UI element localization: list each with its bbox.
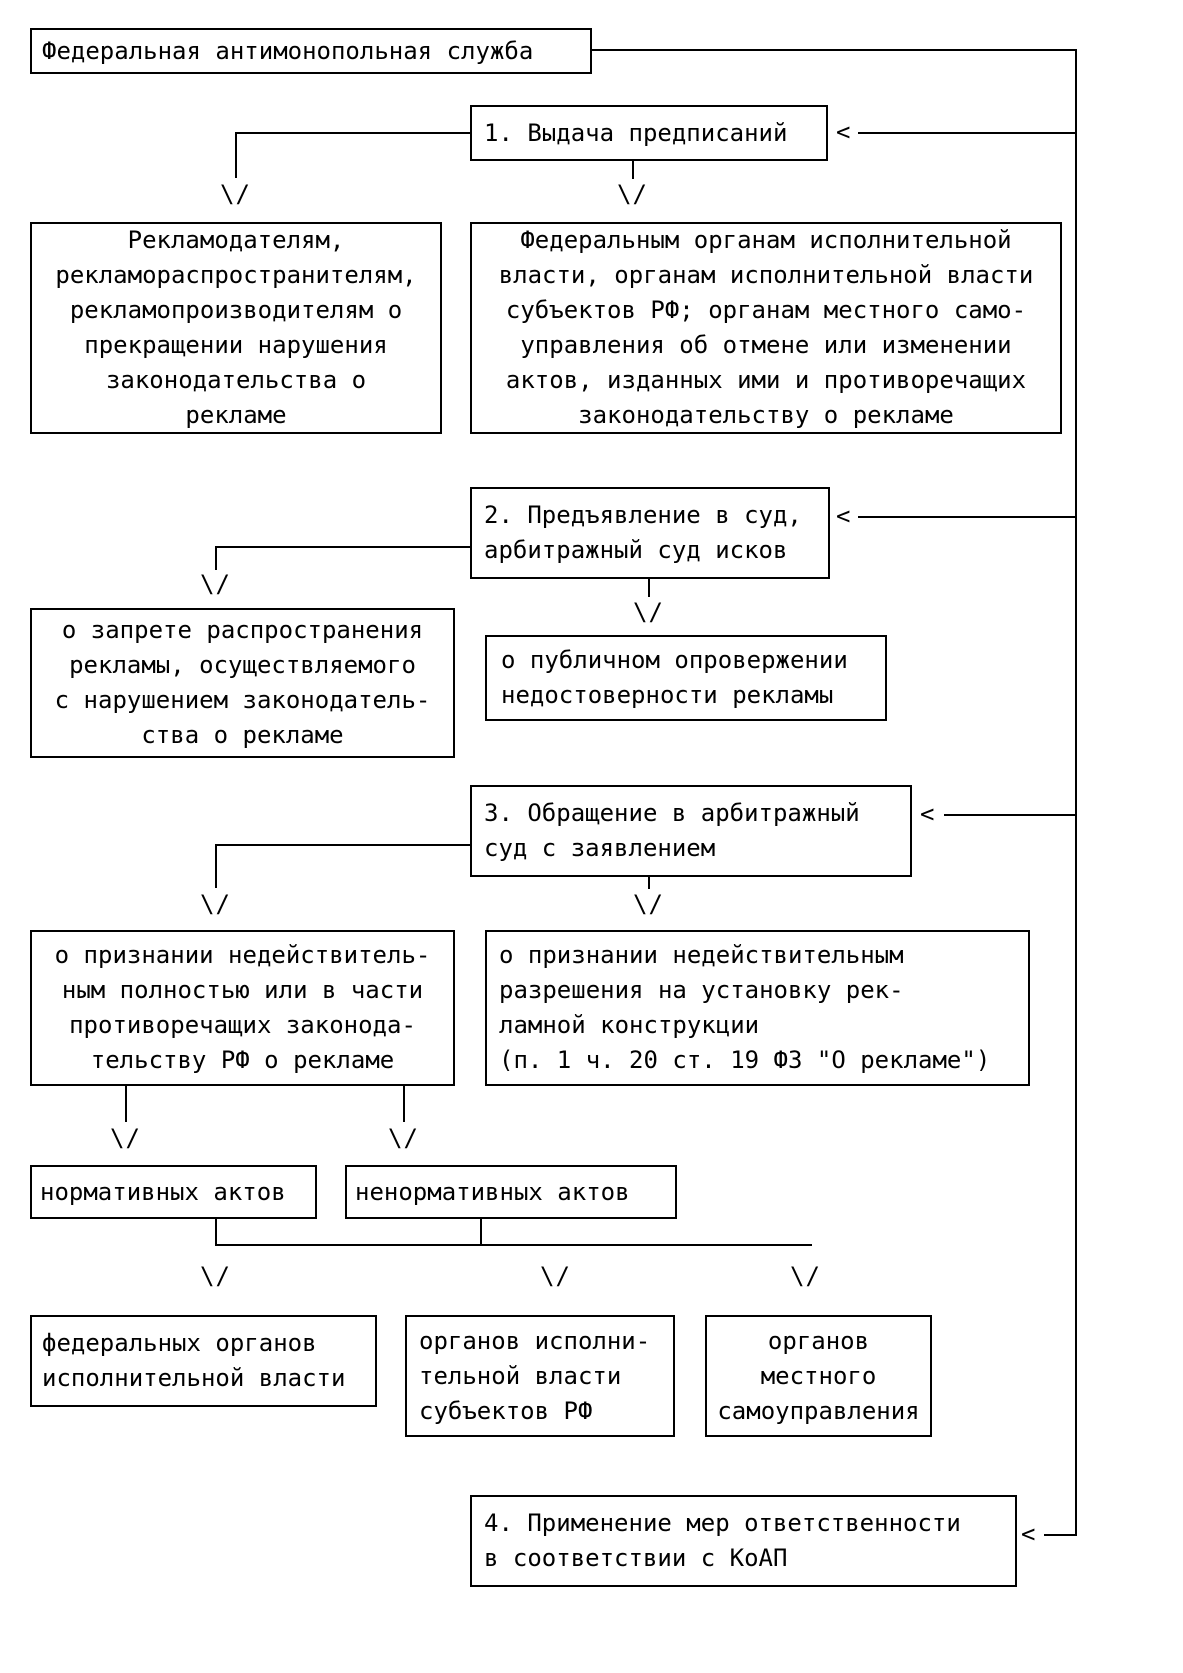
connector-line <box>858 132 1077 134</box>
arrow-down-icon: \/ <box>617 180 648 208</box>
arrow-down-icon: \/ <box>790 1262 821 1290</box>
node-1-right-authorities: Федеральным органам исполнительной власт… <box>470 222 1062 434</box>
arrow-down-icon: \/ <box>388 1124 419 1152</box>
arrow-down-icon: \/ <box>633 598 664 626</box>
connector-line <box>215 844 217 888</box>
connector-line <box>216 546 470 548</box>
connector-line <box>215 546 217 570</box>
node-label: о признании недействитель- ным полностью… <box>54 941 431 1074</box>
node-nonnormative-acts: ненормативных актов <box>345 1165 677 1219</box>
arrow-down-icon: \/ <box>200 1262 231 1290</box>
connector-line <box>480 1219 482 1245</box>
node-label: 1. Выдача предписаний <box>484 118 788 147</box>
node-3-arbitration-application: 3. Обращение в арбитражный суд с заявлен… <box>470 785 912 877</box>
connector-line <box>215 1219 217 1245</box>
arrow-left-icon: < <box>836 118 851 146</box>
connector-line <box>1044 1534 1077 1536</box>
arrow-down-icon: \/ <box>110 1124 141 1152</box>
node-label: Федеральная антимонопольная служба <box>42 36 534 65</box>
node-label: федеральных органов исполнительной власт… <box>42 1329 346 1392</box>
node-2-right-public-refutation: о публичном опровержении недостоверности… <box>485 635 887 721</box>
node-label: органов местного самоуправления <box>717 1326 920 1425</box>
connector-line <box>648 579 650 597</box>
node-label: 3. Обращение в арбитражный суд с заявлен… <box>484 799 860 862</box>
node-4-liability-measures: 4. Применение мер ответственности в соот… <box>470 1495 1017 1587</box>
node-label: нормативных актов <box>40 1177 286 1206</box>
connector-line <box>590 49 1077 51</box>
connector-line <box>1075 49 1077 1536</box>
arrow-left-icon: < <box>836 502 851 530</box>
node-2-left-ban-distribution: о запрете распространения рекламы, осуще… <box>30 608 455 758</box>
node-label: Рекламодателям, рекламораспространителям… <box>55 226 417 429</box>
node-normative-acts: нормативных актов <box>30 1165 317 1219</box>
node-1-issuing-orders: 1. Выдача предписаний <box>470 105 828 161</box>
arrow-down-icon: \/ <box>220 180 251 208</box>
node-label: органов исполни- тельной власти субъекто… <box>419 1326 651 1425</box>
connector-line <box>858 516 1077 518</box>
arrow-down-icon: \/ <box>200 890 231 918</box>
node-label: 4. Применение мер ответственности в соот… <box>484 1509 961 1572</box>
node-label: о запрете распространения рекламы, осуще… <box>54 616 431 749</box>
node-federal-antimonopoly-service: Федеральная антимонопольная служба <box>30 28 592 74</box>
arrow-left-icon: < <box>1021 1520 1036 1548</box>
node-label: Федеральным органам исполнительной власт… <box>498 226 1034 429</box>
node-2-court-claims: 2. Предъявление в суд, арбитражный суд и… <box>470 487 830 579</box>
node-label: 2. Предъявление в суд, арбитражный суд и… <box>484 501 802 564</box>
node-local-self-government: органов местного самоуправления <box>705 1315 932 1437</box>
connector-line <box>216 844 470 846</box>
node-regional-executive-bodies: органов исполни- тельной власти субъекто… <box>405 1315 675 1437</box>
connector-line <box>403 1086 405 1122</box>
node-federal-executive-bodies: федеральных органов исполнительной власт… <box>30 1315 377 1407</box>
arrow-down-icon: \/ <box>540 1262 571 1290</box>
node-3-left-invalidation: о признании недействитель- ным полностью… <box>30 930 455 1086</box>
arrow-down-icon: \/ <box>200 570 231 598</box>
connector-line <box>235 132 237 178</box>
node-label: о признании недействительным разрешения … <box>499 941 991 1074</box>
node-label: ненормативных актов <box>355 1177 630 1206</box>
connector-line <box>236 132 470 134</box>
connector-line <box>125 1086 127 1122</box>
connector-line <box>648 877 650 889</box>
node-1-left-advertisers: Рекламодателям, рекламораспространителям… <box>30 222 442 434</box>
node-3-right-structure-permit: о признании недействительным разрешения … <box>485 930 1030 1086</box>
arrow-down-icon: \/ <box>633 890 664 918</box>
connector-line <box>632 161 634 179</box>
connector-line <box>215 1244 812 1246</box>
node-label: о публичном опровержении недостоверности… <box>501 646 848 709</box>
connector-line <box>944 814 1077 816</box>
arrow-left-icon: < <box>920 800 935 828</box>
